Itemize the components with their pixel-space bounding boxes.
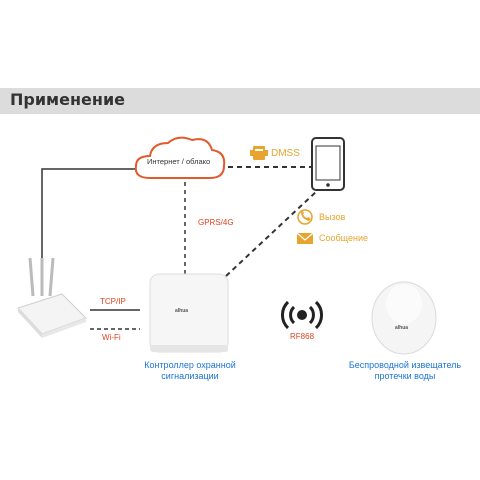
- rf-label: RF868: [290, 332, 315, 341]
- detector-caption-line1: Беспроводной извещатель: [348, 360, 462, 370]
- wifi-label: Wi-Fi: [102, 333, 121, 342]
- message-icon: [296, 232, 314, 244]
- tcpip-label: TCP/IP: [100, 297, 126, 306]
- message-label: Сообщение: [319, 233, 368, 243]
- call-icon: [297, 209, 313, 225]
- router-icon: [17, 257, 87, 338]
- leak-detector-device: [371, 281, 437, 355]
- detector-brand: alhua: [395, 325, 409, 331]
- controller-caption-line2: сигнализации: [161, 371, 219, 381]
- call-label: Вызов: [319, 212, 346, 222]
- cloud-router-link: [41, 168, 145, 258]
- controller-caption-line1: Контроллер охранной: [144, 360, 236, 370]
- controller-phone-link: [225, 189, 319, 277]
- controller-brand: alhua: [175, 308, 189, 314]
- title-bar: Применение: [0, 88, 480, 114]
- detector-caption-line2: протечки воды: [374, 371, 436, 381]
- dmss-icon: [250, 146, 268, 160]
- page-title: Применение: [10, 90, 126, 109]
- cloud-label: Интернет / облако: [147, 157, 211, 166]
- controller-device: [149, 273, 229, 353]
- rf-signal-icon: [281, 300, 323, 330]
- cloud-icon: [134, 136, 226, 179]
- gprs-label: GPRS/4G: [198, 218, 234, 227]
- phone-icon: [311, 137, 345, 191]
- dmss-label: DMSS: [271, 148, 300, 159]
